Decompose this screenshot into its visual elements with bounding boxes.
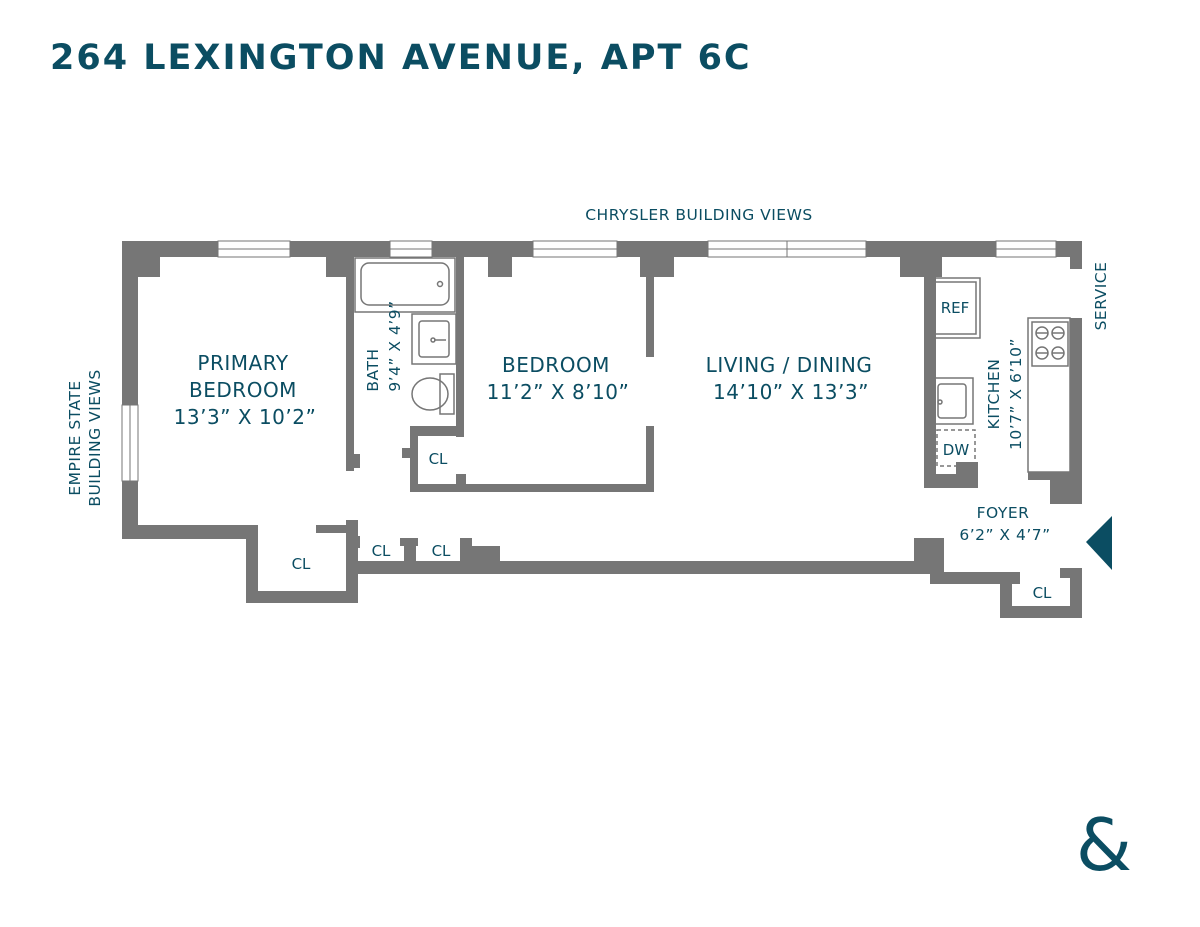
entry-arrow-icon	[1086, 516, 1112, 570]
bath-dims: 9’4” X 4’9”	[386, 300, 404, 391]
brand-logo: &	[1076, 803, 1132, 887]
kitchen-dims: 10’7” X 6’10”	[1007, 338, 1025, 450]
foyer-name: FOYER	[977, 504, 1030, 522]
bedroom-dims: 11’2” X 8’10”	[487, 380, 630, 404]
primary-bedroom-dims: 13’3” X 10’2”	[174, 405, 317, 429]
west-view-label-line2: BUILDING VIEWS	[86, 369, 104, 506]
listing-title: 264 LEXINGTON AVENUE, APT 6C	[50, 38, 752, 78]
west-view-label-line1: EMPIRE STATE	[66, 380, 84, 495]
foyer-dims: 6’2” X 4’7”	[959, 526, 1050, 544]
closet-label: CL	[1033, 584, 1052, 602]
living-dining-dims: 14’10” X 13’3”	[713, 380, 869, 404]
bath-name: BATH	[364, 348, 382, 391]
primary-bedroom-name-line2: BEDROOM	[189, 378, 297, 402]
dishwasher-label: DW	[943, 441, 970, 459]
walls	[122, 241, 1082, 618]
refrigerator-label: REF	[941, 299, 970, 317]
fixtures	[354, 257, 1071, 473]
service-label: SERVICE	[1092, 262, 1110, 331]
closet-label: CL	[292, 555, 311, 573]
living-dining-name: LIVING / DINING	[706, 353, 873, 377]
closet-label: CL	[429, 450, 448, 468]
closet-label: CL	[372, 542, 391, 560]
north-view-label: CHRYSLER BUILDING VIEWS	[585, 206, 813, 224]
kitchen-name: KITCHEN	[985, 359, 1003, 430]
primary-bedroom-name-line1: PRIMARY	[197, 351, 288, 375]
bedroom-name: BEDROOM	[502, 353, 610, 377]
closet-label: CL	[432, 542, 451, 560]
